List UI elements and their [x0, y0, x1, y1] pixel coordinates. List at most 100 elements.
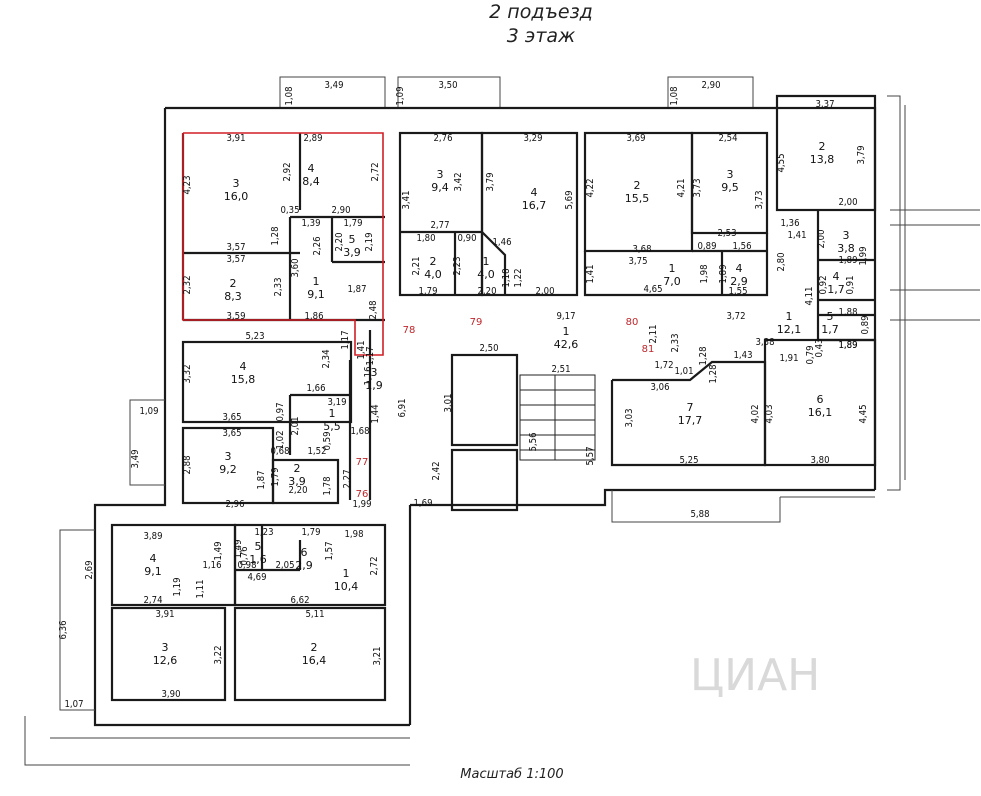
room-area: 13,8	[810, 153, 835, 166]
dimension-label: 1,89	[838, 340, 857, 351]
highlighted-apartment-outline	[182, 132, 384, 356]
room-area: 1,6	[249, 553, 267, 566]
marker-label: 80	[626, 317, 639, 328]
dimension-label: 3,79	[485, 172, 496, 191]
room-area: 10,4	[334, 580, 359, 593]
dimension-label: 3,75	[628, 256, 647, 267]
room-area: 9,1	[307, 288, 325, 301]
dimension-label: 3,91	[155, 609, 174, 620]
room-area: 16,7	[522, 199, 547, 212]
room-area: 2,9	[730, 275, 748, 288]
room-number: 4	[736, 262, 743, 275]
dimension-label: 2,48	[368, 300, 379, 319]
dimension-label: 1,79	[343, 218, 362, 229]
room-number: 1	[313, 275, 320, 288]
dimension-label: 2,69	[84, 560, 95, 579]
dimension-label: 2,96	[225, 499, 244, 510]
dimension-label: 1,98	[344, 529, 363, 540]
room-number: 3	[843, 229, 850, 242]
dimension-label: 0,89	[860, 315, 871, 334]
dimension-label: 1,87	[347, 284, 366, 295]
room-number: 7	[687, 401, 694, 414]
room-area: 7,0	[663, 275, 681, 288]
dimension-label: 0,89	[697, 241, 716, 252]
dimension-label: 6,91	[397, 398, 408, 417]
dimension-label: 1,36	[780, 218, 799, 229]
scale-label: Масштаб 1:100	[460, 767, 563, 782]
room-number: 4	[150, 552, 157, 565]
dimension-label: 3,49	[130, 449, 141, 468]
room-number: 2	[430, 255, 437, 268]
dimension-label: 3,38	[755, 337, 774, 348]
dimension-label: 2,05	[275, 560, 294, 571]
dimension-label: 2,21	[411, 256, 422, 275]
dimension-label: 1,91	[779, 353, 798, 364]
room-number: 3	[437, 168, 444, 181]
dimension-label: 2,20	[477, 286, 496, 297]
room-number: 3	[727, 168, 734, 181]
room-number: 3	[371, 366, 378, 379]
watermark: ЦИАН	[690, 650, 820, 701]
dimension-label: 3,22	[213, 645, 224, 664]
dimension-label: 0,76	[239, 546, 250, 565]
room-area: 15,8	[231, 373, 256, 386]
dimension-label: 2,33	[273, 277, 284, 296]
title-line-1: 2 подъезд	[489, 1, 593, 23]
dimension-label: 2,20	[334, 232, 345, 251]
dimension-label: 1,49	[233, 539, 244, 558]
dimension-label: 2,74	[143, 595, 162, 606]
dimension-label: 0,35	[280, 205, 299, 216]
dimension-label: 2,19	[364, 232, 375, 251]
dimension-label: 3,79	[856, 145, 867, 164]
dimension-label: 1,44	[370, 404, 381, 423]
dimension-label: 3,73	[692, 178, 703, 197]
dimension-label: 1,87	[256, 470, 267, 489]
dimension-label: 2,33	[670, 333, 681, 352]
dimension-label: 2,42	[431, 461, 442, 480]
dimension-label: 2,00	[535, 286, 554, 297]
dimension-label: 3,89	[143, 531, 162, 542]
dimension-label: 1,79	[418, 286, 437, 297]
room-area: 15,5	[625, 192, 650, 205]
dimension-label: 3,68	[632, 244, 651, 255]
dimension-label: 2,01	[290, 416, 301, 435]
room-area: 1,7	[827, 283, 845, 296]
room-number: 3	[225, 450, 232, 463]
dimension-label: 0,59	[322, 431, 333, 450]
dimension-label: 2,00	[838, 197, 857, 208]
dimension-label: 3,57	[226, 254, 245, 265]
dimension-label: 2,11	[648, 324, 659, 343]
dimension-label: 0,43	[814, 338, 825, 357]
dimension-label: 3,91	[226, 133, 245, 144]
dimension-label: 1,68	[350, 426, 369, 437]
dimension-label: 1,69	[413, 498, 432, 509]
room-number: 1	[563, 325, 570, 338]
dimension-label: 3,41	[401, 190, 412, 209]
room-area: 9,4	[431, 181, 449, 194]
dimension-label: 1,72	[654, 360, 673, 371]
dimension-label: 3,90	[161, 689, 180, 700]
dimension-label: 2,34	[321, 349, 332, 368]
dimension-label: 3,32	[182, 364, 193, 383]
outer-walls	[24, 76, 980, 766]
dimension-label: 1,57	[324, 541, 335, 560]
dimension-label: 1,66	[306, 383, 325, 394]
dimension-label: 1,17	[340, 330, 351, 349]
dimension-label: 3,49	[324, 80, 343, 91]
dimension-label: 1,07	[64, 699, 83, 710]
room-number: 4	[308, 162, 315, 175]
dimension-label: 2,51	[551, 364, 570, 375]
dimension-label: 2,89	[303, 133, 322, 144]
marker-label: 78	[403, 325, 416, 336]
room-area: 8,4	[302, 175, 320, 188]
dimension-label: 3,03	[624, 408, 635, 427]
dimension-label: 4,45	[858, 404, 869, 423]
interior-walls	[110, 106, 877, 702]
dimension-label: 1,28	[698, 346, 709, 365]
room-number: 5	[255, 540, 262, 553]
room-number: 1	[669, 262, 676, 275]
room-area: 42,6	[554, 338, 579, 351]
dimension-label: 4,22	[585, 178, 596, 197]
marker-label: 81	[642, 344, 655, 355]
